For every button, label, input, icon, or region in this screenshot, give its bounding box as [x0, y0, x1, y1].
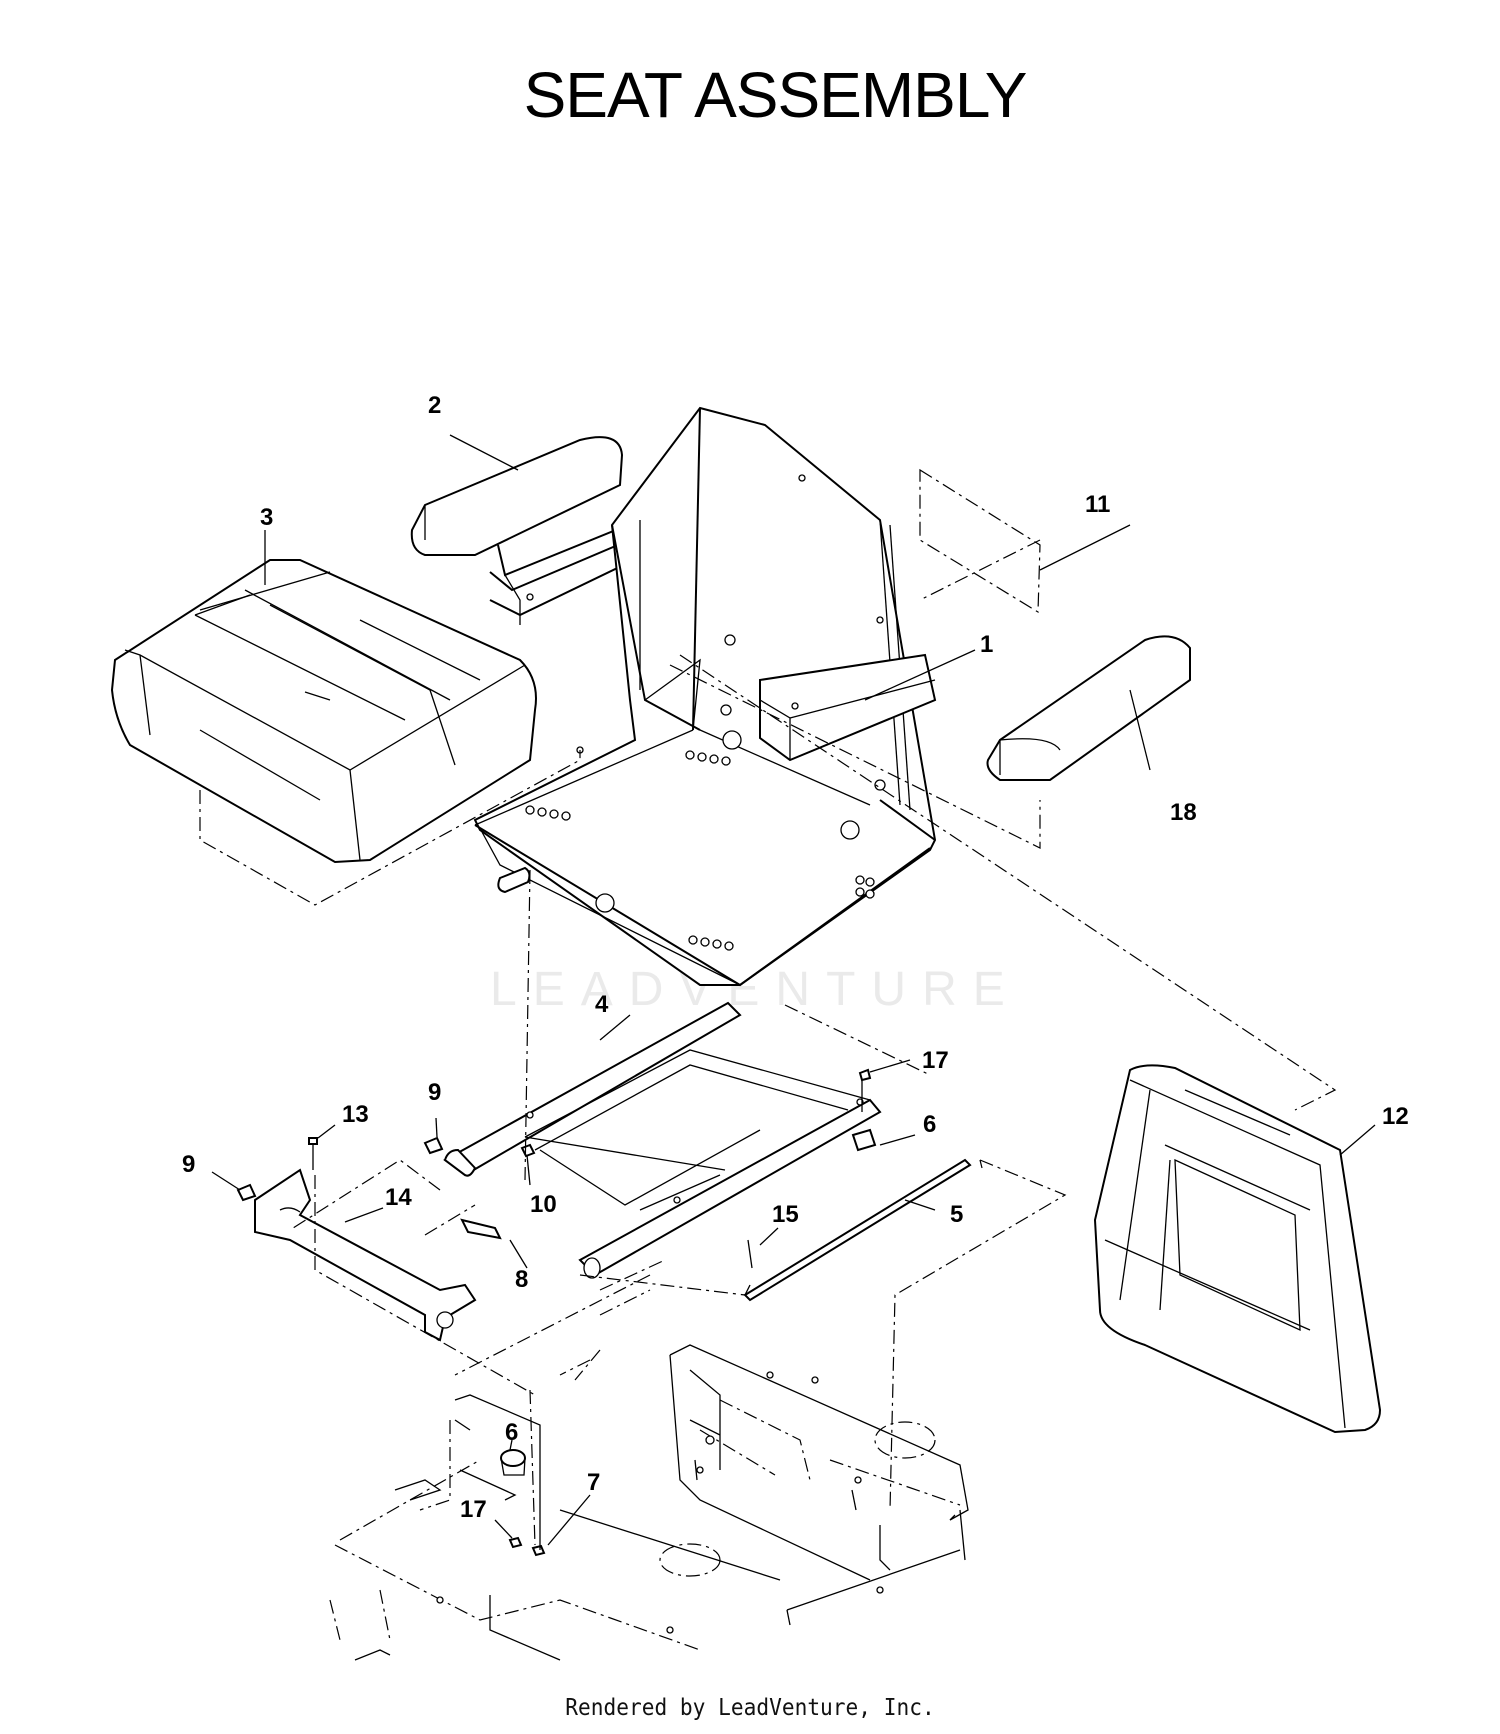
nut-17-lower	[508, 1536, 523, 1549]
callout-18: 18	[1170, 799, 1197, 826]
cotter-pin	[747, 1239, 753, 1269]
callout-10: 10	[530, 1191, 557, 1218]
nut-10	[520, 1143, 536, 1158]
rubber-bumper-upper	[851, 1128, 877, 1152]
callout-7: 7	[587, 1469, 600, 1496]
callout-17-lower: 17	[460, 1496, 487, 1523]
callout-9-left: 9	[182, 1151, 195, 1178]
nut-9-left	[236, 1183, 257, 1202]
exploded-parts-diagram: LEADVENTURE	[110, 392, 1409, 1661]
callout-5: 5	[950, 1201, 963, 1228]
chassis-frame	[329, 1344, 969, 1661]
footer-credit: Rendered by LeadVenture, Inc.	[565, 1695, 935, 1721]
callout-8: 8	[515, 1266, 528, 1293]
rubber-bumper-lower	[500, 1449, 526, 1467]
nut-17-upper	[858, 1068, 872, 1082]
rod	[743, 1158, 972, 1302]
callout-9-upper: 9	[428, 1079, 441, 1106]
diagram-title: SEAT ASSEMBLY	[523, 59, 1028, 131]
leader-lines	[211, 434, 1376, 1546]
right-armrest	[986, 635, 1191, 781]
nut-7	[531, 1544, 546, 1557]
callout-14: 14	[385, 1184, 412, 1211]
nut-9-upper	[423, 1136, 444, 1155]
pivot-bracket	[254, 1168, 477, 1342]
callout-17-upper: 17	[922, 1047, 949, 1074]
assembly-lines	[199, 539, 1337, 1546]
seat-mount-frame	[443, 1001, 882, 1279]
callout-1: 1	[980, 631, 993, 658]
seat-pan	[473, 406, 937, 987]
callout-15: 15	[772, 1201, 799, 1228]
callouts: 1 2 3 4 5 6 6 7 8 9 9 10 11 12 13 14 15 …	[182, 392, 1409, 1523]
callout-6-lower: 6	[505, 1419, 518, 1446]
label-11	[919, 468, 1041, 614]
callout-11: 11	[1085, 491, 1110, 518]
callout-13: 13	[342, 1101, 369, 1128]
callout-4: 4	[595, 991, 609, 1018]
callout-12: 12	[1382, 1103, 1409, 1130]
hardware	[236, 1068, 877, 1557]
callout-3: 3	[260, 504, 273, 531]
callout-6-upper: 6	[923, 1111, 936, 1138]
back-cushion	[1093, 1064, 1382, 1434]
callout-2: 2	[428, 392, 441, 419]
seat-cushion	[110, 559, 537, 864]
bolt	[460, 1218, 502, 1240]
